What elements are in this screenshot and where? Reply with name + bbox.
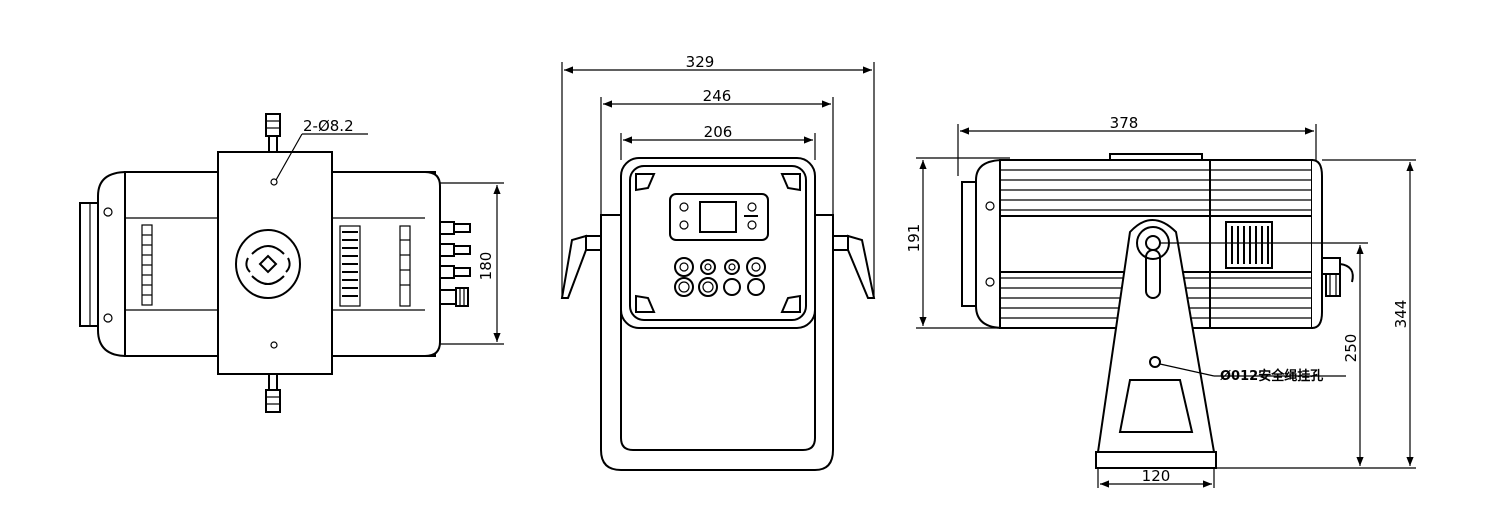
front-dim-246: 246: [703, 87, 732, 105]
front-view: 329 246 206: [560, 53, 876, 471]
top-rear-end: [424, 171, 441, 357]
front-corner-bl: [635, 294, 656, 313]
front-dim-329: 329: [686, 53, 715, 71]
side-lens-flange: [961, 181, 977, 307]
side-dim-378: 378: [1110, 114, 1139, 132]
side-dim-120: 120: [1142, 467, 1171, 485]
top-view: 2-Ø8.2 180: [79, 113, 504, 413]
top-hole-label: 2-Ø8.2: [303, 117, 354, 135]
side-yoke-base: [1095, 451, 1217, 469]
front-corner-tl: [635, 173, 656, 192]
top-screw-upper: [265, 113, 281, 153]
top-hole-upper: [270, 178, 278, 186]
side-pivot-inner: [1145, 235, 1161, 251]
front-connectors: [674, 257, 766, 297]
top-hole-lower: [270, 341, 278, 349]
front-display: [699, 201, 737, 233]
side-dim-344: 344: [1392, 300, 1410, 329]
side-dim-250: 250: [1342, 334, 1360, 363]
top-screw-lower: [265, 373, 281, 413]
top-knob: [235, 229, 301, 299]
front-handle-left: [560, 234, 602, 299]
side-dim-191: 191: [905, 224, 923, 253]
side-vent-grille: [1225, 221, 1273, 269]
side-rear-connector: [1321, 257, 1354, 297]
front-corner-br: [780, 294, 801, 313]
front-dim-206: 206: [704, 123, 733, 141]
side-rear-end: [1311, 159, 1323, 329]
side-safety-hole-note: Ø012安全绳挂孔: [1220, 368, 1323, 384]
top-vent-slots: [339, 225, 411, 307]
side-view: 378 191: [905, 114, 1416, 488]
side-lower-cutout: [1118, 379, 1194, 433]
top-left-grille: [141, 224, 153, 306]
side-top-plate: [1109, 153, 1203, 161]
top-rear-connectors: [439, 221, 471, 307]
top-dim-180: 180: [477, 252, 495, 281]
side-arm-slot: [1145, 249, 1161, 299]
front-control-panel: [669, 193, 769, 241]
front-handle-right: [832, 234, 876, 299]
top-lens-flange: [79, 202, 99, 327]
front-corner-tr: [780, 173, 801, 192]
side-safety-hole: [1149, 356, 1161, 368]
